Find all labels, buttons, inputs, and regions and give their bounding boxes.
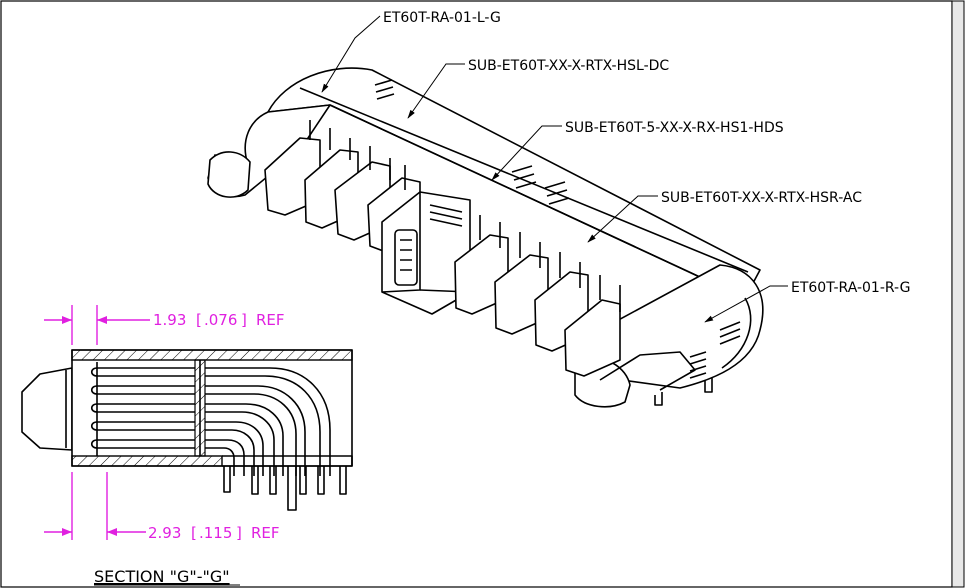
- dimension-top: 1.93 [ .076 ] REF: [153, 311, 285, 329]
- callout-right-end-cap: ET60T-RA-01-R-G: [791, 280, 910, 296]
- dim-bottom-suffix: REF: [251, 524, 280, 542]
- dim-bottom-bracket-open: [: [191, 524, 197, 542]
- sheet-border-right: [951, 0, 965, 588]
- dim-bottom-value: 2.93: [148, 524, 181, 542]
- callout-left-module: SUB-ET60T-XX-X-RTX-HSL-DC: [468, 58, 669, 74]
- dimension-marks: [44, 305, 150, 540]
- s-logo-center: [511, 165, 537, 189]
- s-logo-right: [689, 321, 741, 379]
- callout-right-module: SUB-ET60T-XX-X-RTX-HSR-AC: [661, 190, 862, 206]
- s-logo-left: [374, 79, 395, 100]
- callout-left-end-cap: ET60T-RA-01-L-G: [383, 10, 501, 26]
- callout-center-module: SUB-ET60T-5-XX-X-RX-HS1-HDS: [565, 120, 784, 136]
- dim-top-bracket-open: [: [196, 311, 202, 329]
- dim-top-alt: .076: [204, 311, 237, 329]
- callout-leaders: [321, 15, 788, 323]
- dim-bottom-bracket-close: ]: [236, 524, 242, 542]
- dim-bottom-alt: .115: [199, 524, 232, 542]
- dimension-bottom: 2.93 [ .115 ] REF: [148, 524, 280, 542]
- section-view: [21, 349, 353, 511]
- right-module-fins: [454, 215, 621, 377]
- dim-top-suffix: REF: [256, 311, 285, 329]
- dim-top-value: 1.93: [153, 311, 186, 329]
- connector-assembly: [207, 67, 764, 408]
- dim-top-bracket-close: ]: [241, 311, 247, 329]
- section-title: SECTION "G"-"G": [94, 567, 230, 586]
